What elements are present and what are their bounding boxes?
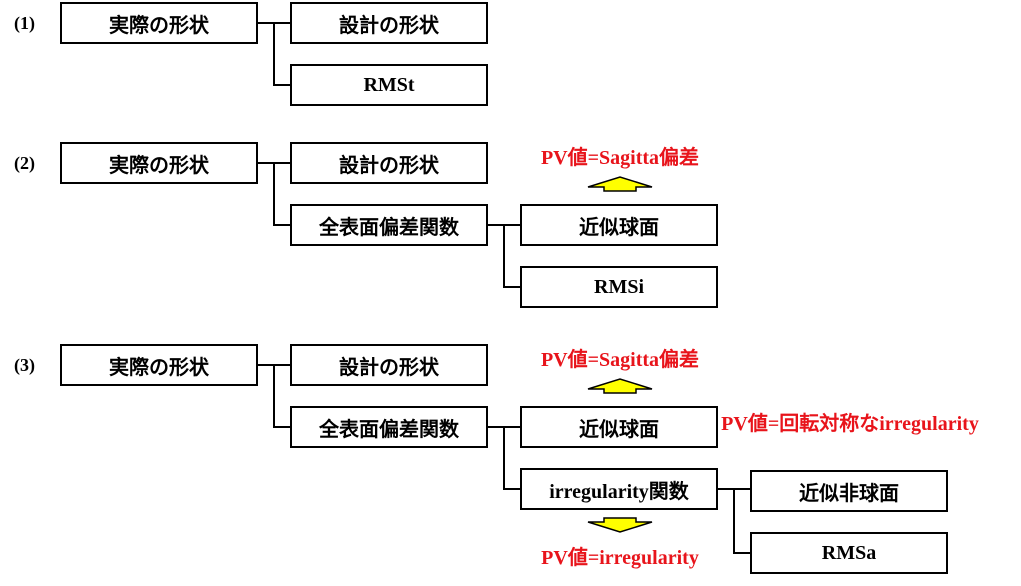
- approx-sphere-box: 近似球面: [520, 204, 718, 246]
- design-shape-box: 設計の形状: [290, 344, 488, 386]
- surface-deviation-box: 全表面偏差関数: [290, 204, 488, 246]
- up-arrow-icon: [587, 176, 653, 192]
- rmst-box: RMSt: [290, 64, 488, 106]
- rmsa-box: RMSa: [750, 532, 948, 574]
- section-label-2: (2): [14, 153, 35, 173]
- up-arrow-icon: [587, 378, 653, 394]
- actual-shape-box: 実際の形状: [60, 2, 258, 44]
- section-label-1: (1): [14, 13, 35, 33]
- actual-shape-box: 実際の形状: [60, 344, 258, 386]
- actual-shape-box: 実際の形状: [60, 142, 258, 184]
- design-shape-box: 設計の形状: [290, 2, 488, 44]
- pv-sagitta-annotation: PV値=Sagitta偏差: [540, 147, 700, 169]
- surface-deviation-box: 全表面偏差関数: [290, 406, 488, 448]
- pv-sagitta-annotation: PV値=Sagitta偏差: [540, 349, 700, 371]
- down-arrow-icon: [587, 517, 653, 533]
- pv-rotsym-irregularity-annotation: PV値=回転対称なirregularity: [721, 413, 979, 435]
- design-shape-box: 設計の形状: [290, 142, 488, 184]
- rmsi-box: RMSi: [520, 266, 718, 308]
- pv-irregularity-annotation: PV値=irregularity: [541, 547, 699, 569]
- irregularity-function-box: irregularity関数: [520, 468, 718, 510]
- approx-asphere-box: 近似非球面: [750, 470, 948, 512]
- section-label-3: (3): [14, 355, 35, 375]
- approx-sphere-box: 近似球面: [520, 406, 718, 448]
